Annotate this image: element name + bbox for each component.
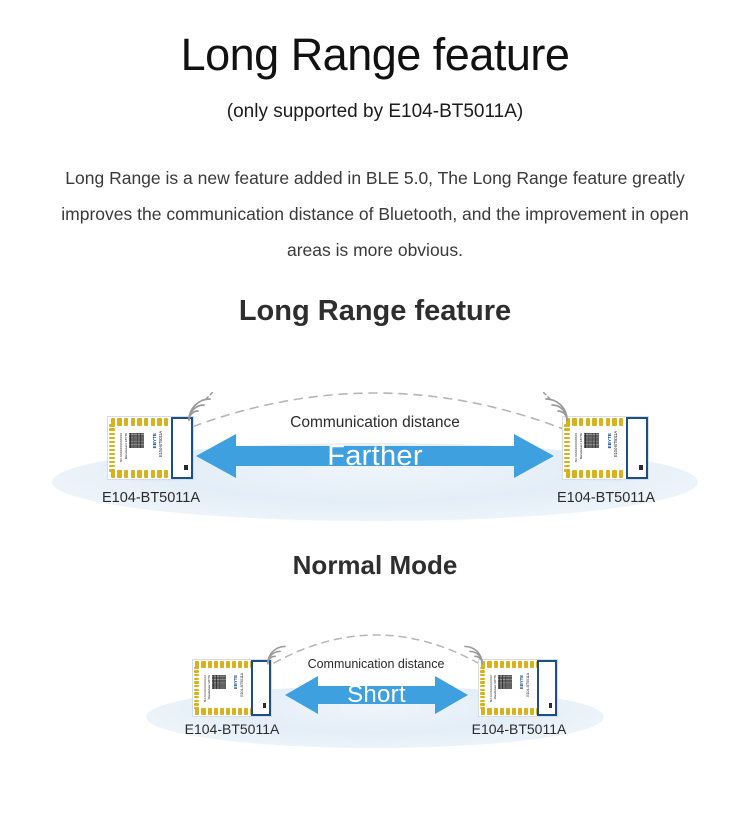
- diagram-normal-mode-title: Normal Mode: [292, 550, 458, 580]
- module-brand-text: EBYTE: [152, 433, 157, 449]
- module-part-text: E104-BT5011A: [613, 431, 618, 457]
- qr-code-icon: [584, 433, 599, 448]
- diagram-long-range-title: Long Range feature: [238, 295, 512, 327]
- module-caption-left: E104-BT5011A: [101, 490, 201, 506]
- module-part-text: E104-BT5011A: [525, 673, 530, 697]
- module-brand-text: EBYTE: [607, 433, 612, 449]
- double-arrow-farther: Farther: [196, 433, 554, 479]
- module-left: SN: XXXXXXXXXXXXX Manufacturer: EBYTE EB…: [107, 416, 194, 480]
- pads-left: [193, 666, 200, 710]
- page-title: Long Range feature: [180, 29, 570, 80]
- module-part-text: E104-BT5011A: [158, 431, 163, 457]
- signal-waves-icon-right: [540, 390, 574, 424]
- module-antenna: [537, 660, 557, 716]
- dashed-arc-icon: [175, 372, 575, 434]
- pads-top: [110, 418, 176, 427]
- module-caption-left: E104-BT5011A: [184, 721, 280, 737]
- module-mfr-text: Manufacturer: EBYTE: [124, 433, 128, 460]
- signal-waves-icon-left: [262, 639, 290, 667]
- module-mfr-text: Manufacturer: EBYTE: [207, 675, 211, 700]
- module-right: SN: XXXXXXXXXXXXX Manufacturer: EBYTE EB…: [562, 416, 649, 480]
- module-mfr-text: Manufacturer: EBYTE: [493, 675, 497, 700]
- pads-top: [481, 661, 541, 669]
- qr-code-icon: [212, 675, 226, 689]
- diagram-long-range: Long Range feature: [0, 295, 750, 525]
- module-caption-right: E104-BT5011A: [556, 490, 656, 506]
- qr-code-icon: [129, 433, 144, 448]
- module-antenna: [251, 660, 271, 716]
- double-arrow-short: Short: [285, 675, 468, 715]
- module-sn-text: SN: XXXXXXXXXXXXX: [574, 433, 578, 463]
- module-sn-text: SN: XXXXXXXXXXXXX: [119, 433, 123, 463]
- diagram-normal-mode: Normal Mode SN:: [0, 550, 750, 770]
- distance-caption: Communication distance: [307, 657, 445, 671]
- module-antenna: [171, 417, 193, 479]
- pads-top: [195, 661, 255, 669]
- pads-bottom: [110, 469, 176, 478]
- module-brand-text: EBYTE: [233, 675, 238, 689]
- module-brand-text: EBYTE: [519, 675, 524, 689]
- intro-paragraph: Long Range is a new feature added in BLE…: [61, 168, 689, 260]
- distance-caption: Communication distance: [290, 414, 460, 431]
- pads-bottom: [195, 707, 255, 715]
- module-mfr-text: Manufacturer: EBYTE: [579, 433, 583, 460]
- module-antenna: [626, 417, 648, 479]
- module-left: SN: XXXXXXXXXXXXX Manufacturer: EBYTE EB…: [192, 659, 272, 717]
- pads-left: [479, 666, 486, 710]
- qr-code-icon: [498, 675, 512, 689]
- page-subtitle: (only supported by E104-BT5011A): [226, 101, 524, 122]
- pads-left: [563, 424, 570, 472]
- diagram-long-range-stage: SN: XXXXXXXXXXXXX Manufacturer: EBYTE EB…: [0, 328, 750, 521]
- module-right: SN: XXXXXXXXXXXXX Manufacturer: EBYTE EB…: [478, 659, 558, 717]
- pads-left: [108, 424, 115, 472]
- dashed-arc-icon: [270, 621, 482, 665]
- signal-waves-icon-left: [182, 390, 216, 424]
- module-part-text: E104-BT5011A: [239, 673, 244, 697]
- pads-top: [565, 418, 631, 427]
- diagram-normal-mode-stage: SN: XXXXXXXXXXXXX Manufacturer: EBYTE EB…: [0, 581, 750, 748]
- signal-waves-icon-right: [460, 639, 488, 667]
- module-caption-right: E104-BT5011A: [471, 721, 567, 737]
- pads-bottom: [565, 469, 631, 478]
- pads-bottom: [481, 707, 541, 715]
